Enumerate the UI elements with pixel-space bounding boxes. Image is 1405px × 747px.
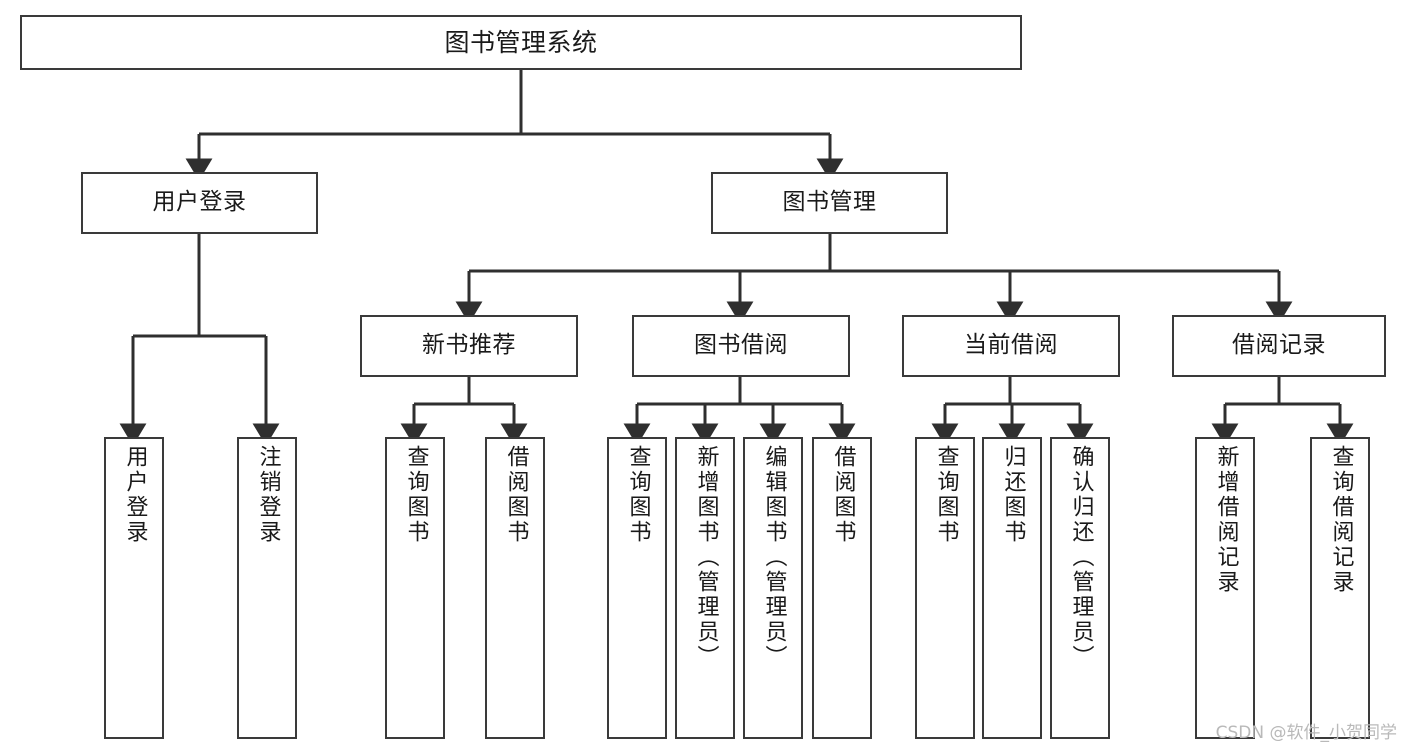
node-leaf-query-borrow-record[interactable]: 查询借阅记录 [1310,437,1370,739]
node-label: 查询图书 [403,445,429,545]
node-user-login[interactable]: 用户登录 [81,172,318,234]
node-label: 新增借阅记录 [1213,445,1239,595]
node-leaf-edit-book[interactable]: 编辑图书（管理员） [743,437,803,739]
node-label: 借阅图书 [830,445,856,545]
node-label: 图书借阅 [694,332,788,359]
node-leaf-add-borrow-record[interactable]: 新增借阅记录 [1195,437,1255,739]
node-leaf-confirm-return[interactable]: 确认归还（管理员） [1050,437,1110,739]
node-label: 查询图书 [625,445,651,545]
node-leaf-borrow-book-recommend[interactable]: 借阅图书 [485,437,545,739]
node-label: 查询图书 [933,445,959,545]
node-book-management[interactable]: 图书管理 [711,172,948,234]
node-leaf-user-login[interactable]: 用户登录 [104,437,164,739]
node-label: 新书推荐 [422,332,516,359]
node-new-book-recommend[interactable]: 新书推荐 [360,315,578,377]
node-leaf-query-book-current[interactable]: 查询图书 [915,437,975,739]
node-label: 借阅记录 [1232,332,1326,359]
node-label: 当前借阅 [964,332,1058,359]
node-leaf-add-book[interactable]: 新增图书（管理员） [675,437,735,739]
node-book-borrow[interactable]: 图书借阅 [632,315,850,377]
node-label: 新增图书（管理员） [693,445,719,670]
node-label: 确认归还（管理员） [1068,445,1094,670]
node-label: 借阅图书 [503,445,529,545]
node-current-borrow[interactable]: 当前借阅 [902,315,1120,377]
node-label: 用户登录 [152,189,247,216]
node-leaf-borrow-book[interactable]: 借阅图书 [812,437,872,739]
node-leaf-query-book-borrow[interactable]: 查询图书 [607,437,667,739]
node-root-system[interactable]: 图书管理系统 [20,15,1022,70]
node-leaf-query-book-recommend[interactable]: 查询图书 [385,437,445,739]
csdn-watermark: CSDN @软件_小贺同学 [1215,723,1397,743]
node-borrow-record[interactable]: 借阅记录 [1172,315,1386,377]
node-label: 注销登录 [255,445,281,545]
node-label: 归还图书 [1000,445,1026,545]
node-label: 编辑图书（管理员） [761,445,787,670]
node-label: 图书管理系统 [444,27,598,57]
node-leaf-logout[interactable]: 注销登录 [237,437,297,739]
node-label: 用户登录 [122,445,148,545]
node-leaf-return-book[interactable]: 归还图书 [982,437,1042,739]
node-label: 查询借阅记录 [1328,445,1354,595]
node-label: 图书管理 [782,189,877,216]
